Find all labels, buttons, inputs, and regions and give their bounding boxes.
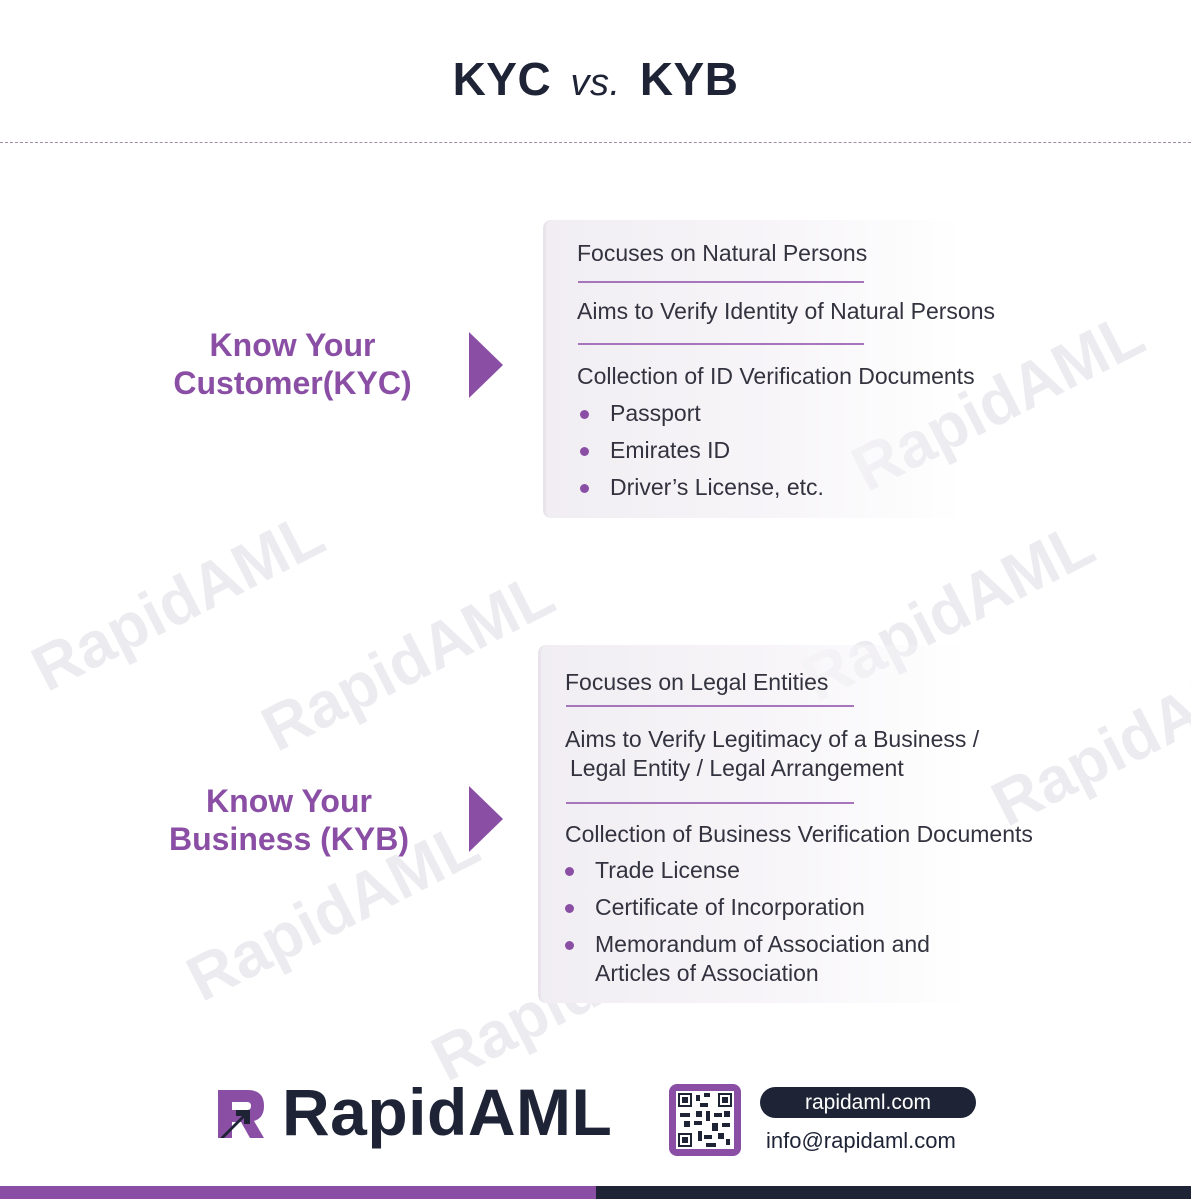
kyc-card xyxy=(543,220,963,518)
bullet-icon xyxy=(580,447,589,456)
kyc-arrow-icon xyxy=(469,332,503,398)
kyb-label: Know Your Business (KYB) xyxy=(150,782,428,858)
bullet-icon xyxy=(565,941,574,950)
dashed-divider xyxy=(0,142,1191,143)
kyb-focus: Focuses on Legal Entities xyxy=(565,669,829,695)
kyc-rule-2 xyxy=(578,343,864,345)
kyb-doc-item: Memorandum of Association and xyxy=(565,930,930,959)
email-link[interactable]: info@rapidaml.com xyxy=(766,1128,956,1153)
title-kyc: KYC xyxy=(452,53,552,105)
kyb-rule-1 xyxy=(566,705,854,707)
kyb-rule-2 xyxy=(566,802,854,804)
kyc-doc-text: Driver’s License, etc. xyxy=(610,474,824,500)
bullet-icon xyxy=(580,410,589,419)
kyb-label-line2: Business (KYB) xyxy=(168,821,410,857)
kyb-doc-item: Trade License xyxy=(565,856,740,885)
bullet-icon xyxy=(565,904,574,913)
footer-bar-navy xyxy=(596,1186,1191,1199)
bullet-icon xyxy=(565,867,574,876)
website-link[interactable]: rapidaml.com xyxy=(760,1087,976,1118)
bullet-icon xyxy=(580,484,589,493)
kyb-doc-text: Trade License xyxy=(595,857,740,883)
title-vs: vs. xyxy=(570,62,621,104)
kyb-doc-text-cont: Articles of Association xyxy=(595,960,819,986)
kyc-doc-item: Driver’s License, etc. xyxy=(580,473,824,502)
kyb-doc-text: Memorandum of Association and xyxy=(595,931,930,957)
kyc-rule-1 xyxy=(578,281,864,283)
kyb-doc-item: Certificate of Incorporation xyxy=(565,893,865,922)
kyc-doc-text: Emirates ID xyxy=(610,437,731,463)
watermark: RapidAML xyxy=(980,632,1191,841)
kyb-aim-line1: Aims to Verify Legitimacy of a Business … xyxy=(565,726,980,752)
kyb-card xyxy=(538,645,968,1003)
kyc-focus: Focuses on Natural Persons xyxy=(577,240,868,266)
kyc-label-line2: Customer(KYC) xyxy=(173,365,412,401)
kyc-doc-item: Emirates ID xyxy=(580,436,730,465)
title-kyb: KYB xyxy=(639,53,739,105)
kyc-label: Know Your Customer(KYC) xyxy=(150,326,435,402)
kyb-collection-title: Collection of Business Verification Docu… xyxy=(565,821,1033,847)
page-title: KYC vs. KYB xyxy=(0,52,1191,106)
kyc-collection-title: Collection of ID Verification Documents xyxy=(577,363,975,389)
kyb-arrow-icon xyxy=(469,786,503,852)
brand-name: RapidAML xyxy=(282,1075,613,1149)
kyc-label-line1: Know Your xyxy=(209,327,376,363)
kyb-doc-text: Certificate of Incorporation xyxy=(595,894,865,920)
kyc-aim: Aims to Verify Identity of Natural Perso… xyxy=(577,298,996,324)
footer-bar-purple xyxy=(0,1186,596,1199)
kyb-aim-line2: Legal Entity / Legal Arrangement xyxy=(570,755,904,781)
kyb-label-line1: Know Your xyxy=(206,783,372,819)
watermark: RapidAML xyxy=(250,557,566,766)
qr-code-icon xyxy=(669,1084,741,1156)
kyc-doc-item: Passport xyxy=(580,399,701,428)
watermark: RapidAML xyxy=(20,497,336,706)
kyc-doc-text: Passport xyxy=(610,400,701,426)
rapidaml-logo-icon xyxy=(218,1090,264,1138)
